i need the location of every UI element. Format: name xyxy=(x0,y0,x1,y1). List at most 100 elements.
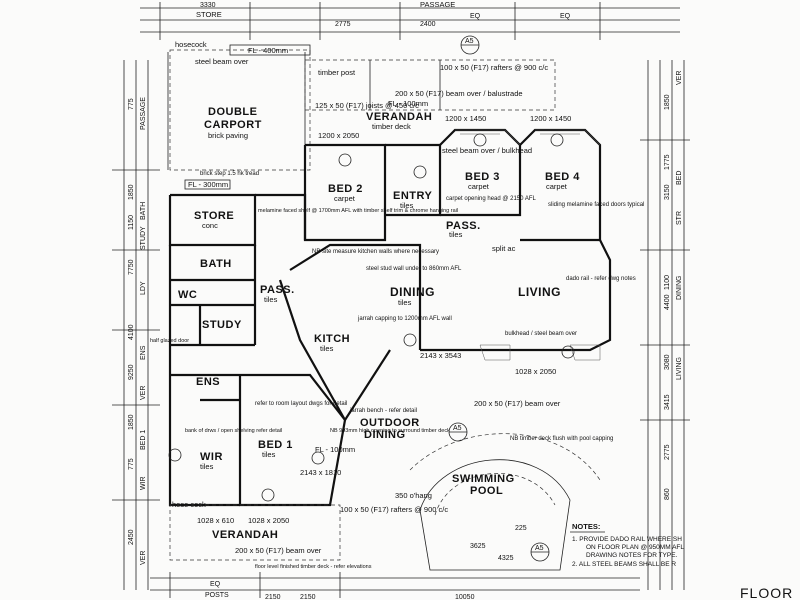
timber-post-label: timber post xyxy=(318,68,356,77)
left-dim-label-5: VER xyxy=(140,386,147,400)
notes-line-1: 1. PROVIDE DADO RAIL WHERE SH xyxy=(572,536,682,543)
top-verandah-floor: timber deck xyxy=(372,122,411,131)
hose-cock-bottom-label: hose cock xyxy=(172,500,206,509)
notes-title: NOTES: xyxy=(572,522,600,531)
right-dim-3: 1100 xyxy=(664,275,671,290)
room-bed2-title: BED 2 xyxy=(328,183,363,195)
dim-2150-b: 2150 xyxy=(300,594,316,600)
right-dimension-strings xyxy=(640,60,690,590)
room-bed4-title: BED 4 xyxy=(545,171,580,183)
dim-3625: 3625 xyxy=(470,543,486,550)
notes-line-1c: DRAWING NOTES FOR TYPE. xyxy=(586,552,678,559)
room-living-title: LIVING xyxy=(518,285,561,299)
notes-line-2: 2. ALL STEEL BEAMS SHALL BE R xyxy=(572,561,676,568)
left-dim-8: 2450 xyxy=(128,529,135,545)
right-dim-label-4: LIVING xyxy=(676,357,683,380)
fl-100-label: FL - 100mm xyxy=(388,99,428,108)
left-dim-label-4: ENS xyxy=(140,345,147,360)
dim-3330: 3330 xyxy=(200,2,216,9)
pool-title-line1: SWIMMING xyxy=(452,473,515,485)
left-dimension-strings xyxy=(112,60,160,590)
rafters-900-bottom: 100 x 50 (F17) rafters @ 900 c/c xyxy=(340,505,448,514)
right-dim-7: 2775 xyxy=(664,444,671,460)
eq-label-1: EQ xyxy=(470,13,481,20)
beam-balustrade-label: 200 x 50 (F17) beam over / balustrade xyxy=(395,89,523,98)
left-dim-2: 1150 xyxy=(128,215,135,230)
pool-title-line2: POOL xyxy=(470,485,503,497)
jarrah-bench-note: jarrah bench - refer detail xyxy=(349,408,417,414)
joists-label: 125 x 50 (F17) joists @ 450 c/c xyxy=(315,101,419,110)
beam-over-bottom-note: 200 x 50 (F17) beam over xyxy=(235,546,322,555)
room-bed2-floor: carpet xyxy=(334,194,356,203)
room-pass-mid-floor: tiles xyxy=(264,295,278,304)
swimming-pool-outline xyxy=(409,433,601,571)
notes-line-1b: ON FLOOR PLAN @ 950MM AFL xyxy=(586,544,684,551)
right-dim-label-0: VER xyxy=(676,71,683,85)
window-dim-w3: 1200 x 1450 xyxy=(530,114,571,123)
top-dimension-strings xyxy=(140,2,680,40)
room-kitch-title: KITCH xyxy=(314,333,350,345)
window-dim-w1: 1200 x 2050 xyxy=(318,131,359,140)
top-verandah-title: VERANDAH xyxy=(366,111,432,123)
left-dim-1: 1850 xyxy=(128,184,135,200)
right-dim-1: 1775 xyxy=(664,154,671,170)
section-marker-mid xyxy=(448,422,550,562)
window-dim-1028x2050-living: 1028 x 2050 xyxy=(515,367,556,376)
bottom-verandah-title: VERANDAH xyxy=(212,529,278,541)
top-passage-label: PASSAGE xyxy=(420,0,455,9)
right-dim-label-2: STR xyxy=(676,211,683,225)
steel-beam-bulkhead-note: steel beam over / bulkhead xyxy=(442,146,532,155)
left-dim-label-8: VER xyxy=(140,551,147,565)
window-dim-1028x610: 1028 x 610 xyxy=(197,516,234,525)
left-dim-label-7: WIR xyxy=(140,476,147,490)
right-dim-2: 3150 xyxy=(664,184,671,200)
right-dim-label-1: BED xyxy=(676,171,683,185)
carport-floor-finish: brick paving xyxy=(208,131,248,140)
right-dim-8: 860 xyxy=(664,488,671,500)
bottom-deck-note: floor level finished timber deck - refer… xyxy=(255,564,372,570)
sheet-title: FLOOR xyxy=(740,585,793,600)
bottom-posts-label: POSTS xyxy=(205,592,229,599)
split-ac-label: split ac xyxy=(492,244,516,253)
kitchen-site-measure-note: NB site measure kitchen walls where nece… xyxy=(312,249,439,255)
window-dim-2143x3543: 2143 x 3543 xyxy=(420,351,461,360)
room-bed3-title: BED 3 xyxy=(465,171,500,183)
sliding-doors-note: sliding melamine faced doors typical xyxy=(548,202,644,208)
bay-window-hatching xyxy=(455,129,601,361)
half-glazed-note: half glazed door xyxy=(150,338,189,344)
beam-over-mid-note: 200 x 50 (F17) beam over xyxy=(474,399,561,408)
left-dim-7: 775 xyxy=(128,458,135,470)
right-dimension-values: 18501775315011004400308034152775860VERBE… xyxy=(664,71,683,500)
room-bath-title: BATH xyxy=(200,258,232,270)
room-study-title: STUDY xyxy=(202,319,242,331)
jarrah-capping-note: jarrah capping to 1200mm AFL wall xyxy=(357,316,452,322)
fl-100-bottom-label: FL - 100mm xyxy=(315,445,355,454)
room-entry-title: ENTRY xyxy=(393,190,433,202)
top-verandah-outline xyxy=(304,59,556,111)
room-wir-floor: tiles xyxy=(200,462,214,471)
bank-drawers-note: bank of drws / open shelving refer detai… xyxy=(185,428,282,434)
room-wc-title: WC xyxy=(178,289,197,301)
right-dim-4: 4400 xyxy=(664,294,671,310)
right-dim-6: 3415 xyxy=(664,394,671,410)
left-dim-label-0: PASSAGE xyxy=(140,97,147,130)
carport-title-line1: DOUBLE xyxy=(208,106,257,118)
dim-2400: 2400 xyxy=(420,21,436,28)
room-ens-title: ENS xyxy=(196,376,220,388)
room-store-title: STORE xyxy=(194,210,234,222)
bottom-dimension-strings xyxy=(150,572,640,598)
top-store-label: STORE xyxy=(196,10,222,19)
section-mark-top-label: A5 xyxy=(465,38,474,45)
right-dim-0: 1850 xyxy=(664,94,671,110)
room-entry-floor: tiles xyxy=(400,201,414,210)
room-dining-title: DINING xyxy=(390,285,435,299)
hosecock-label: hosecock xyxy=(175,40,207,49)
room-outdoor-title-line1: OUTDOOR xyxy=(360,417,420,429)
left-dim-6: 1850 xyxy=(128,414,135,430)
room-bed3-floor: carpet xyxy=(468,182,490,191)
left-dim-label-6: BED 1 xyxy=(140,430,147,450)
room-wir-title: WIR xyxy=(200,451,223,463)
left-dim-label-3: LDY xyxy=(140,281,147,295)
